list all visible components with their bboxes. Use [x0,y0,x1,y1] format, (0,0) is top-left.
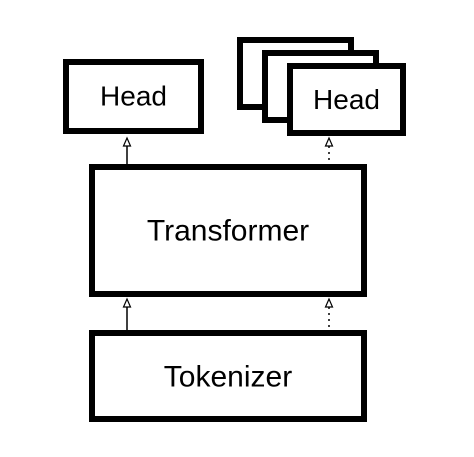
tokenizer-to-transformer-left-arrow [122,297,132,333]
tokenizer-box [89,330,367,422]
tokenizer-label: Tokenizer [164,361,292,394]
head-stack-front-box [287,63,406,136]
head-stack-node: Head [237,37,406,136]
transformer-label: Transformer [147,215,309,248]
head-stack-label: Head [313,84,380,115]
head-left-box [63,59,204,134]
transformer-node: Transformer [89,164,367,297]
tokenizer-to-transformer-right-arrow [324,297,334,333]
transformer-to-head-stack-arrow [324,136,334,166]
tokenizer-node: Tokenizer [89,330,367,422]
head-left-label: Head [100,81,167,112]
transformer-to-head-left-arrow [122,136,132,166]
transformer-box [89,164,367,297]
head-left-node: Head [63,59,204,134]
